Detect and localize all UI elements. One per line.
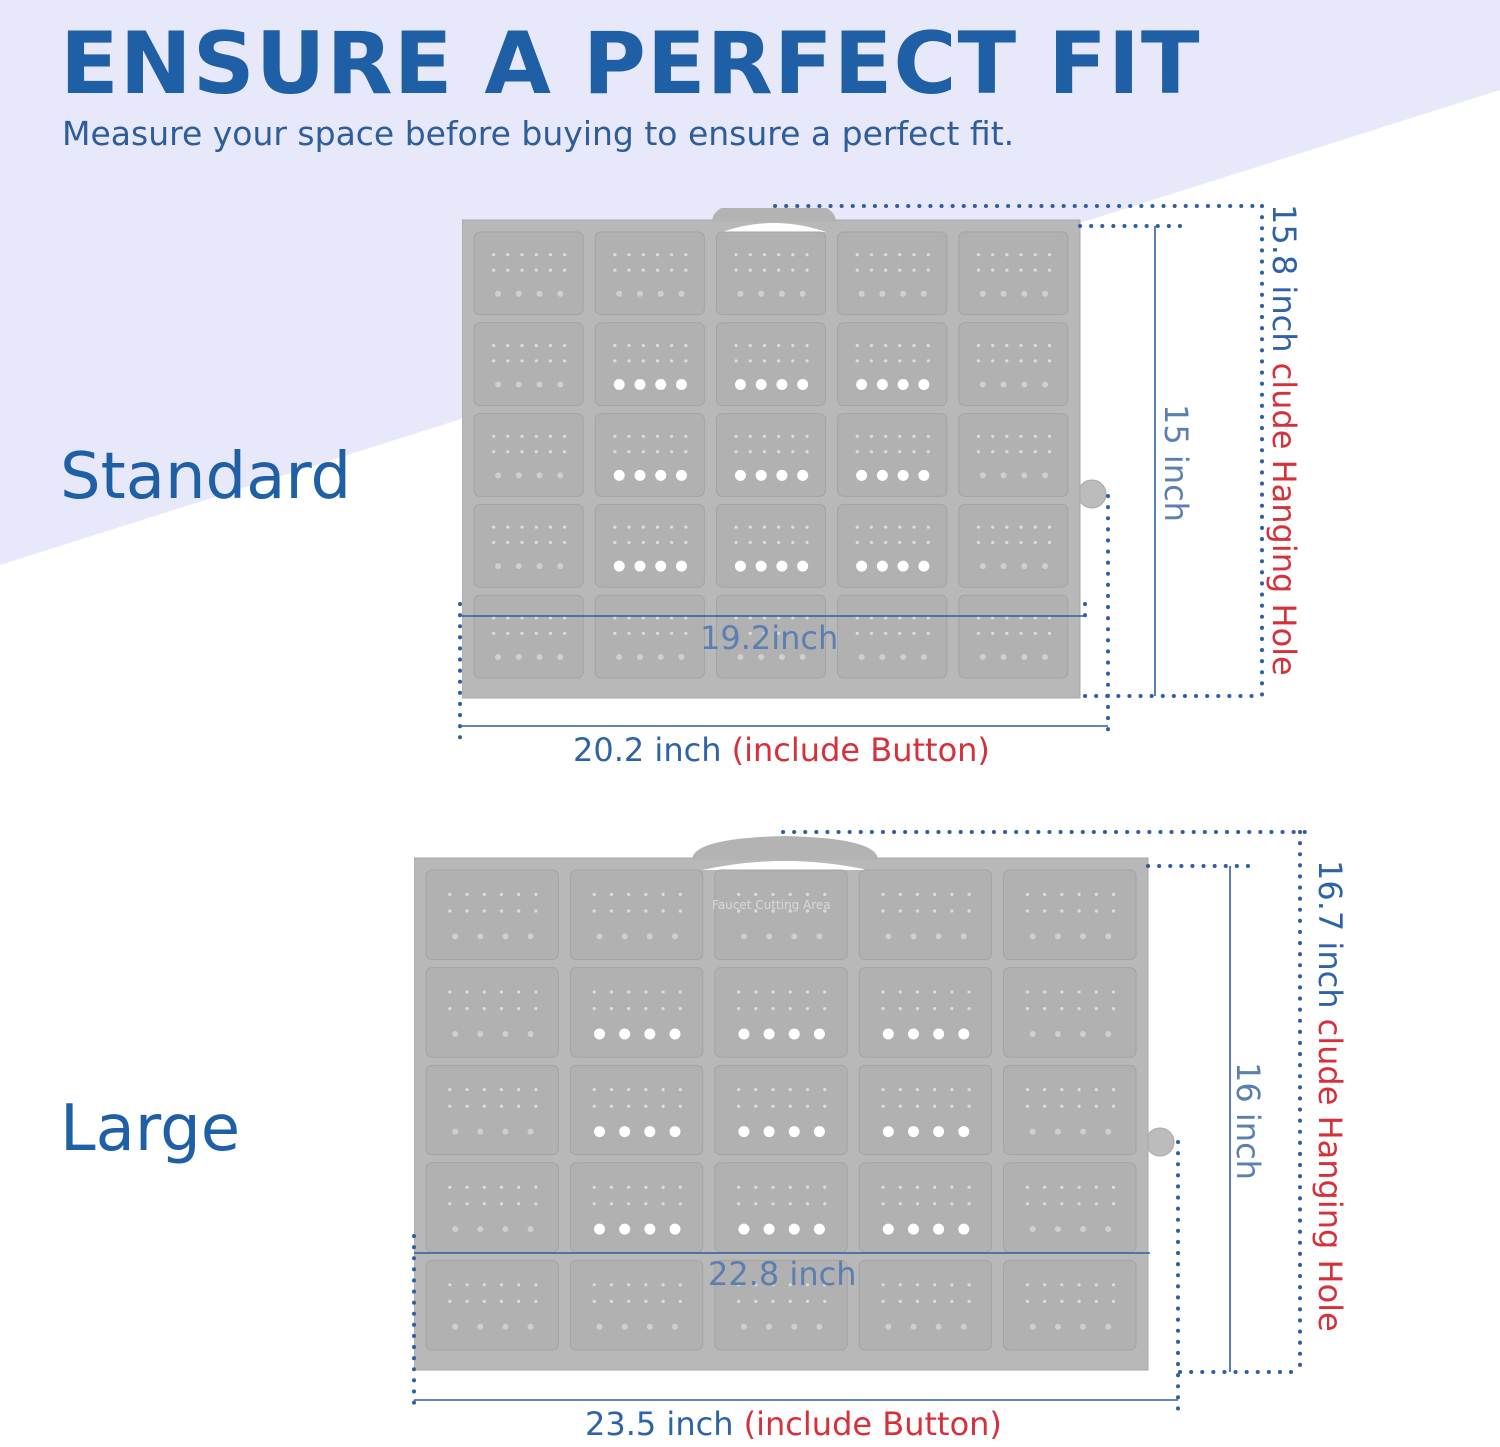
- large-outer-width-label: 23.5 inch (include Button): [585, 1408, 1002, 1440]
- large-inner-height-label: 16 inch: [1229, 1062, 1267, 1180]
- large-outer-width-value: 23.5 inch: [585, 1405, 734, 1443]
- large-outer-width-note: (include Button): [743, 1405, 1002, 1443]
- standard-outer-height-label: 15.8 inch clude Hanging Hole: [1265, 204, 1303, 676]
- page-subtitle: Measure your space before buying to ensu…: [62, 114, 1015, 153]
- faucet-cutting-area-label: Faucet Cutting Area: [712, 898, 831, 912]
- standard-outer-width-label: 20.2 inch (include Button): [573, 734, 990, 766]
- large-outer-height-note: clude Hanging Hole: [1311, 1018, 1349, 1332]
- large-inner-width-label: 22.8 inch: [708, 1255, 857, 1293]
- large-outer-height-label: 16.7 inch clude Hanging Hole: [1311, 860, 1349, 1332]
- large-outer-height-value: 16.7 inch: [1311, 860, 1349, 1009]
- large-size-label: Large: [60, 1092, 241, 1166]
- standard-mat-illustration: [462, 208, 1120, 738]
- standard-outer-width-value: 20.2 inch: [573, 731, 722, 769]
- standard-inner-height-label: 15 inch: [1157, 404, 1195, 522]
- page-title: ENSURE A PERFECT FIT: [60, 14, 1201, 114]
- large-mat-illustration: [414, 834, 1188, 1410]
- standard-outer-height-value: 15.8 inch: [1265, 204, 1303, 353]
- standard-size-label: Standard: [60, 440, 352, 514]
- standard-outer-width-note: (include Button): [731, 731, 990, 769]
- standard-inner-width-label: 19.2inch: [700, 619, 839, 657]
- standard-outer-height-note: clude Hanging Hole: [1265, 362, 1303, 676]
